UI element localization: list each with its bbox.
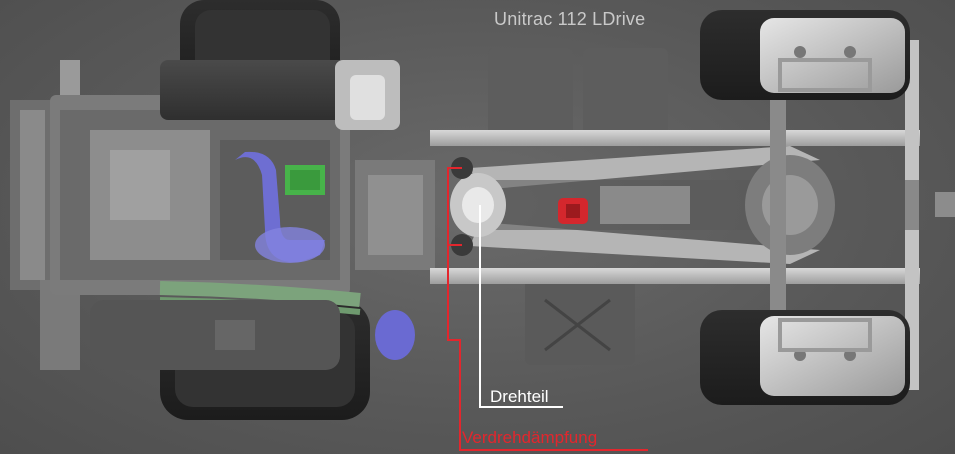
red-component bbox=[558, 198, 588, 224]
green-part bbox=[285, 165, 325, 195]
transmission bbox=[355, 160, 435, 270]
drehteil-label: Drehteil bbox=[490, 387, 549, 406]
rear-axle bbox=[745, 100, 835, 310]
battery-boxes bbox=[488, 48, 668, 365]
rear-wheel-top bbox=[700, 10, 910, 100]
chassis-frame bbox=[430, 40, 920, 390]
blue-intake-part bbox=[235, 151, 415, 360]
vehicle-title: Unitrac 112 LDrive bbox=[494, 9, 646, 29]
drehteil-callout-line bbox=[479, 205, 563, 408]
rear-wheel-bottom bbox=[700, 310, 910, 405]
drive-shaft bbox=[480, 180, 955, 230]
engine-block bbox=[50, 60, 400, 295]
verdrehdaempfung-label: Verdrehdämpfung bbox=[462, 428, 598, 447]
lower-tank bbox=[90, 300, 340, 370]
verdrehdaempfung-callout-line bbox=[447, 167, 648, 451]
